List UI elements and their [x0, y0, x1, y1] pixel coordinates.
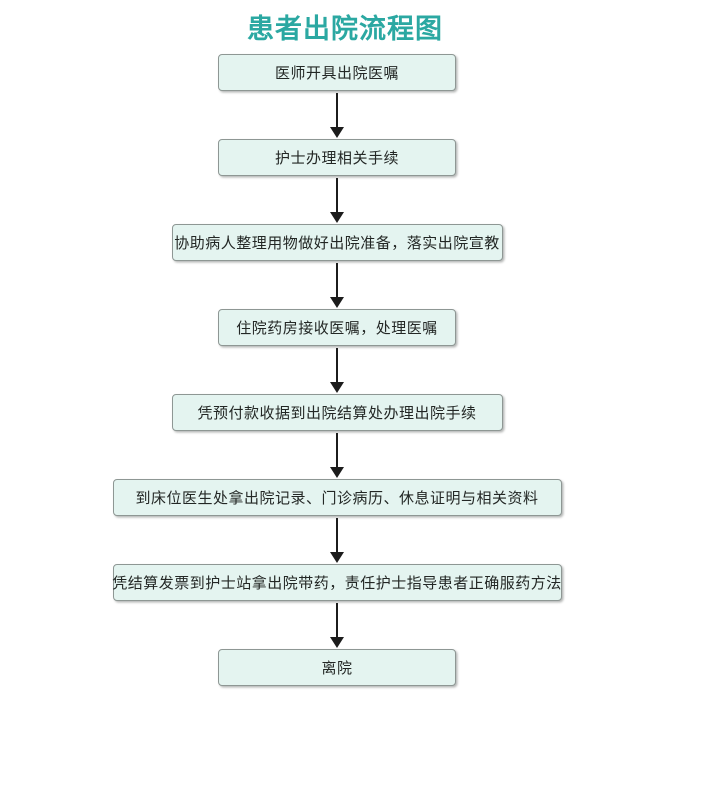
- down-arrow-icon: [329, 346, 345, 394]
- flow-step-collect-medication: 凭结算发票到护士站拿出院带药，责任护士指导患者正确服药方法: [112, 564, 562, 601]
- down-arrow-icon: [329, 601, 345, 649]
- flow-step-settlement: 凭预付款收据到出院结算处办理出院手续: [171, 394, 503, 431]
- down-arrow-icon: [329, 516, 345, 564]
- flow-step-collect-records: 到床位医生处拿出院记录、门诊病历、休息证明与相关资料: [112, 479, 562, 516]
- down-arrow-icon: [329, 176, 345, 224]
- flow-step-pharmacy-process: 住院药房接收医嘱，处理医嘱: [218, 309, 456, 346]
- flow-step-leave-hospital: 离院: [218, 649, 456, 686]
- down-arrow-icon: [329, 431, 345, 479]
- page-title: 患者出院流程图: [247, 14, 443, 44]
- flow-step-nurse-procedures: 护士办理相关手续: [218, 139, 456, 176]
- flow-step-prepare-discharge: 协助病人整理用物做好出院准备，落实出院宣教: [171, 224, 503, 261]
- flowchart: 医师开具出院医嘱 护士办理相关手续 协助病人整理用物做好出院准备，落实出院宣教 …: [112, 54, 562, 686]
- flow-step-doctor-order: 医师开具出院医嘱: [218, 54, 456, 91]
- down-arrow-icon: [329, 261, 345, 309]
- down-arrow-icon: [329, 91, 345, 139]
